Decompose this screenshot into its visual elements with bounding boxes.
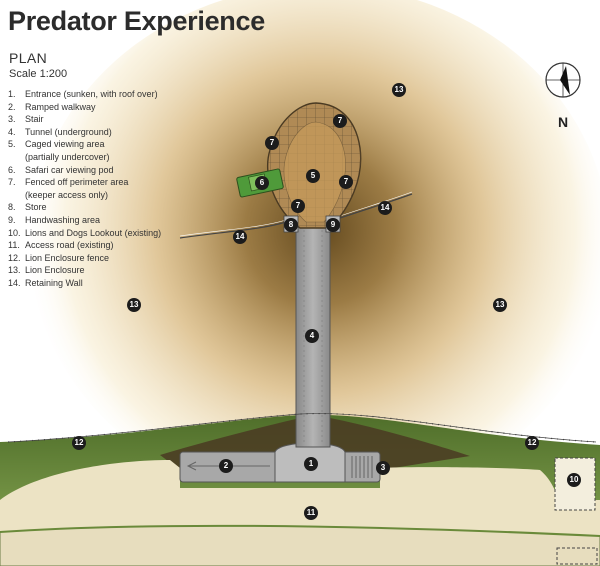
marker-lion-enclosure: 13 (127, 298, 141, 312)
legend-item: 3.Stair (8, 114, 44, 125)
marker-perimeter-area: 7 (291, 199, 305, 213)
legend-item: 13.Lion Enclosure (8, 265, 85, 276)
legend-item: 4.Tunnel (underground) (8, 126, 112, 137)
marker-lion-enclosure: 13 (392, 83, 406, 97)
compass-north-label: N (558, 114, 569, 130)
legend-item: 12.Lion Enclosure fence (8, 252, 110, 263)
stair-treads (351, 456, 373, 478)
legend-item: 5.Caged viewing area(partially undercove… (8, 139, 110, 162)
marker-perimeter-area: 7 (265, 136, 279, 150)
legend-item: 9.Handwashing area (8, 214, 101, 225)
marker-perimeter-area: 7 (339, 175, 353, 189)
marker-safari-pod: 6 (255, 176, 269, 190)
marker-lion-enclosure: 13 (493, 298, 507, 312)
marker-handwashing: 9 (326, 218, 340, 232)
legend-item: 8.Store (8, 202, 47, 213)
legend-item: 10.Lions and Dogs Lookout (existing) (8, 227, 162, 238)
plan-label: PLAN (9, 50, 48, 66)
legend-item: 7.Fenced off perimeter area(keeper acces… (8, 177, 129, 200)
marker-fence: 12 (525, 436, 539, 450)
scale-label: Scale 1:200 (9, 68, 68, 80)
page-title: Predator Experience (8, 6, 265, 36)
legend-item: 1.Entrance (sunken, with roof over) (8, 89, 158, 99)
marker-stair: 3 (376, 461, 390, 475)
marker-access-road: 11 (304, 506, 318, 520)
legend-item: 2.Ramped walkway (8, 101, 96, 112)
marker-fence: 12 (72, 436, 86, 450)
marker-tunnel: 4 (305, 329, 319, 343)
marker-store: 8 (284, 218, 298, 232)
legend-item: 11.Access road (existing) (8, 240, 114, 251)
legend-list: 1.Entrance (sunken, with roof over) 2.Ra… (8, 88, 161, 290)
marker-retaining-wall: 14 (378, 201, 392, 215)
marker-retaining-wall: 14 (233, 230, 247, 244)
marker-caged-viewing: 5 (306, 169, 320, 183)
marker-lookout: 10 (567, 473, 581, 487)
marker-perimeter-area: 7 (333, 114, 347, 128)
north-compass (545, 62, 581, 98)
marker-entrance: 1 (304, 457, 318, 471)
marker-ramped-walkway: 2 (219, 459, 233, 473)
legend-item: 6.Safari car viewing pod (8, 164, 114, 175)
legend-item: 14.Retaining Wall (8, 277, 83, 288)
